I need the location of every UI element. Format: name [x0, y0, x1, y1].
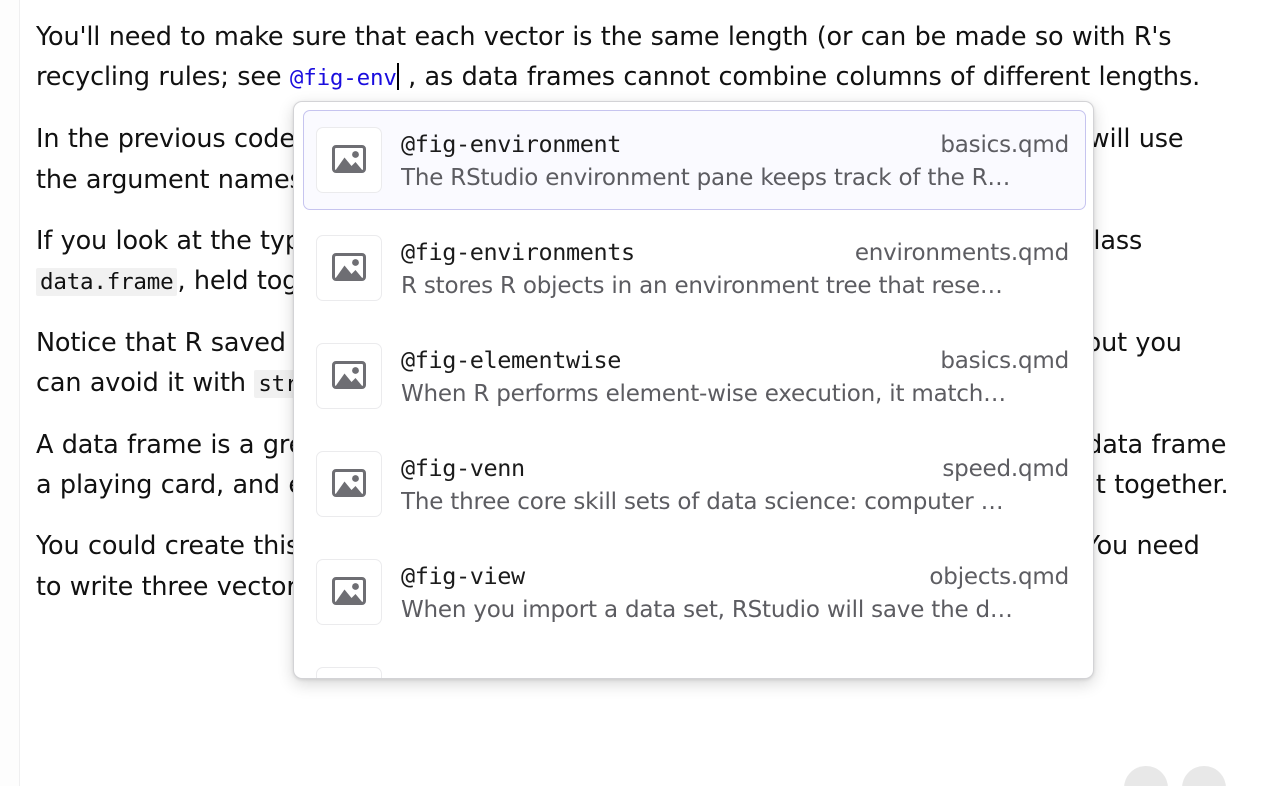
completion-item-header: @fig-environment basics.qmd — [401, 130, 1069, 158]
completion-item-file: environments.qmd — [854, 239, 1069, 266]
completion-item-file: objects.qmd — [929, 563, 1069, 590]
completion-item-description: R stores R objects in an environment tre… — [401, 272, 1003, 299]
completion-item-file: basics.qmd — [940, 131, 1069, 158]
completion-item-header: @fig-view objects.qmd — [401, 562, 1069, 590]
completion-item-id: @fig-environments — [401, 237, 635, 266]
completion-item-header: @fig-elementwise basics.qmd — [401, 346, 1069, 374]
fab-primary-button[interactable] — [1124, 766, 1168, 786]
fab-secondary-button[interactable] — [1182, 766, 1226, 786]
image-placeholder-icon — [316, 451, 382, 517]
completion-item-id: @fig-elementwise — [401, 345, 621, 374]
paragraph-1-text-b: , as data frames cannot combine columns … — [399, 61, 1201, 92]
inline-code-data-frame[interactable]: data.frame — [36, 267, 178, 296]
completion-item-fig-environments[interactable]: @fig-environments environments.qmd R store… — [303, 218, 1086, 318]
completion-item-file: speed.qmd — [942, 455, 1069, 482]
completion-item-id: @fig-venn — [401, 453, 525, 482]
cross-reference-token[interactable]: @fig-env — [289, 64, 397, 91]
completion-item-header: @fig-venn speed.qmd — [401, 454, 1069, 482]
image-placeholder-icon — [316, 343, 382, 409]
editor-left-gutter — [0, 0, 20, 786]
completion-item-description: The three core skill sets of data scienc… — [401, 488, 1004, 515]
image-placeholder-icon — [316, 667, 382, 678]
completion-item-partial[interactable] — [303, 650, 1086, 678]
completion-item-body: @fig-environments environments.qmd R store… — [401, 238, 1069, 299]
image-placeholder-icon — [316, 235, 382, 301]
completion-item-file: basics.qmd — [940, 347, 1069, 374]
paragraph-2-text-a: In the previous code — [36, 124, 304, 154]
paragraph-1[interactable]: You'll need to make sure that each vecto… — [36, 18, 1232, 98]
completion-item-description: When R performs element-wise execution, … — [401, 380, 1006, 407]
image-placeholder-icon — [316, 127, 382, 193]
completion-item-header: @fig-environments environments.qmd — [401, 238, 1069, 266]
completion-item-description: When you import a data set, RStudio will… — [401, 596, 1013, 623]
completion-item-id: @fig-view — [401, 561, 525, 590]
completion-item-description: The RStudio environment pane keeps track… — [401, 164, 1011, 191]
paragraph-1-text-a: You'll need to make sure that each vecto… — [36, 22, 1172, 92]
image-placeholder-icon — [316, 559, 382, 625]
completion-item-id: @fig-environment — [401, 129, 621, 158]
text-cursor — [396, 62, 399, 90]
